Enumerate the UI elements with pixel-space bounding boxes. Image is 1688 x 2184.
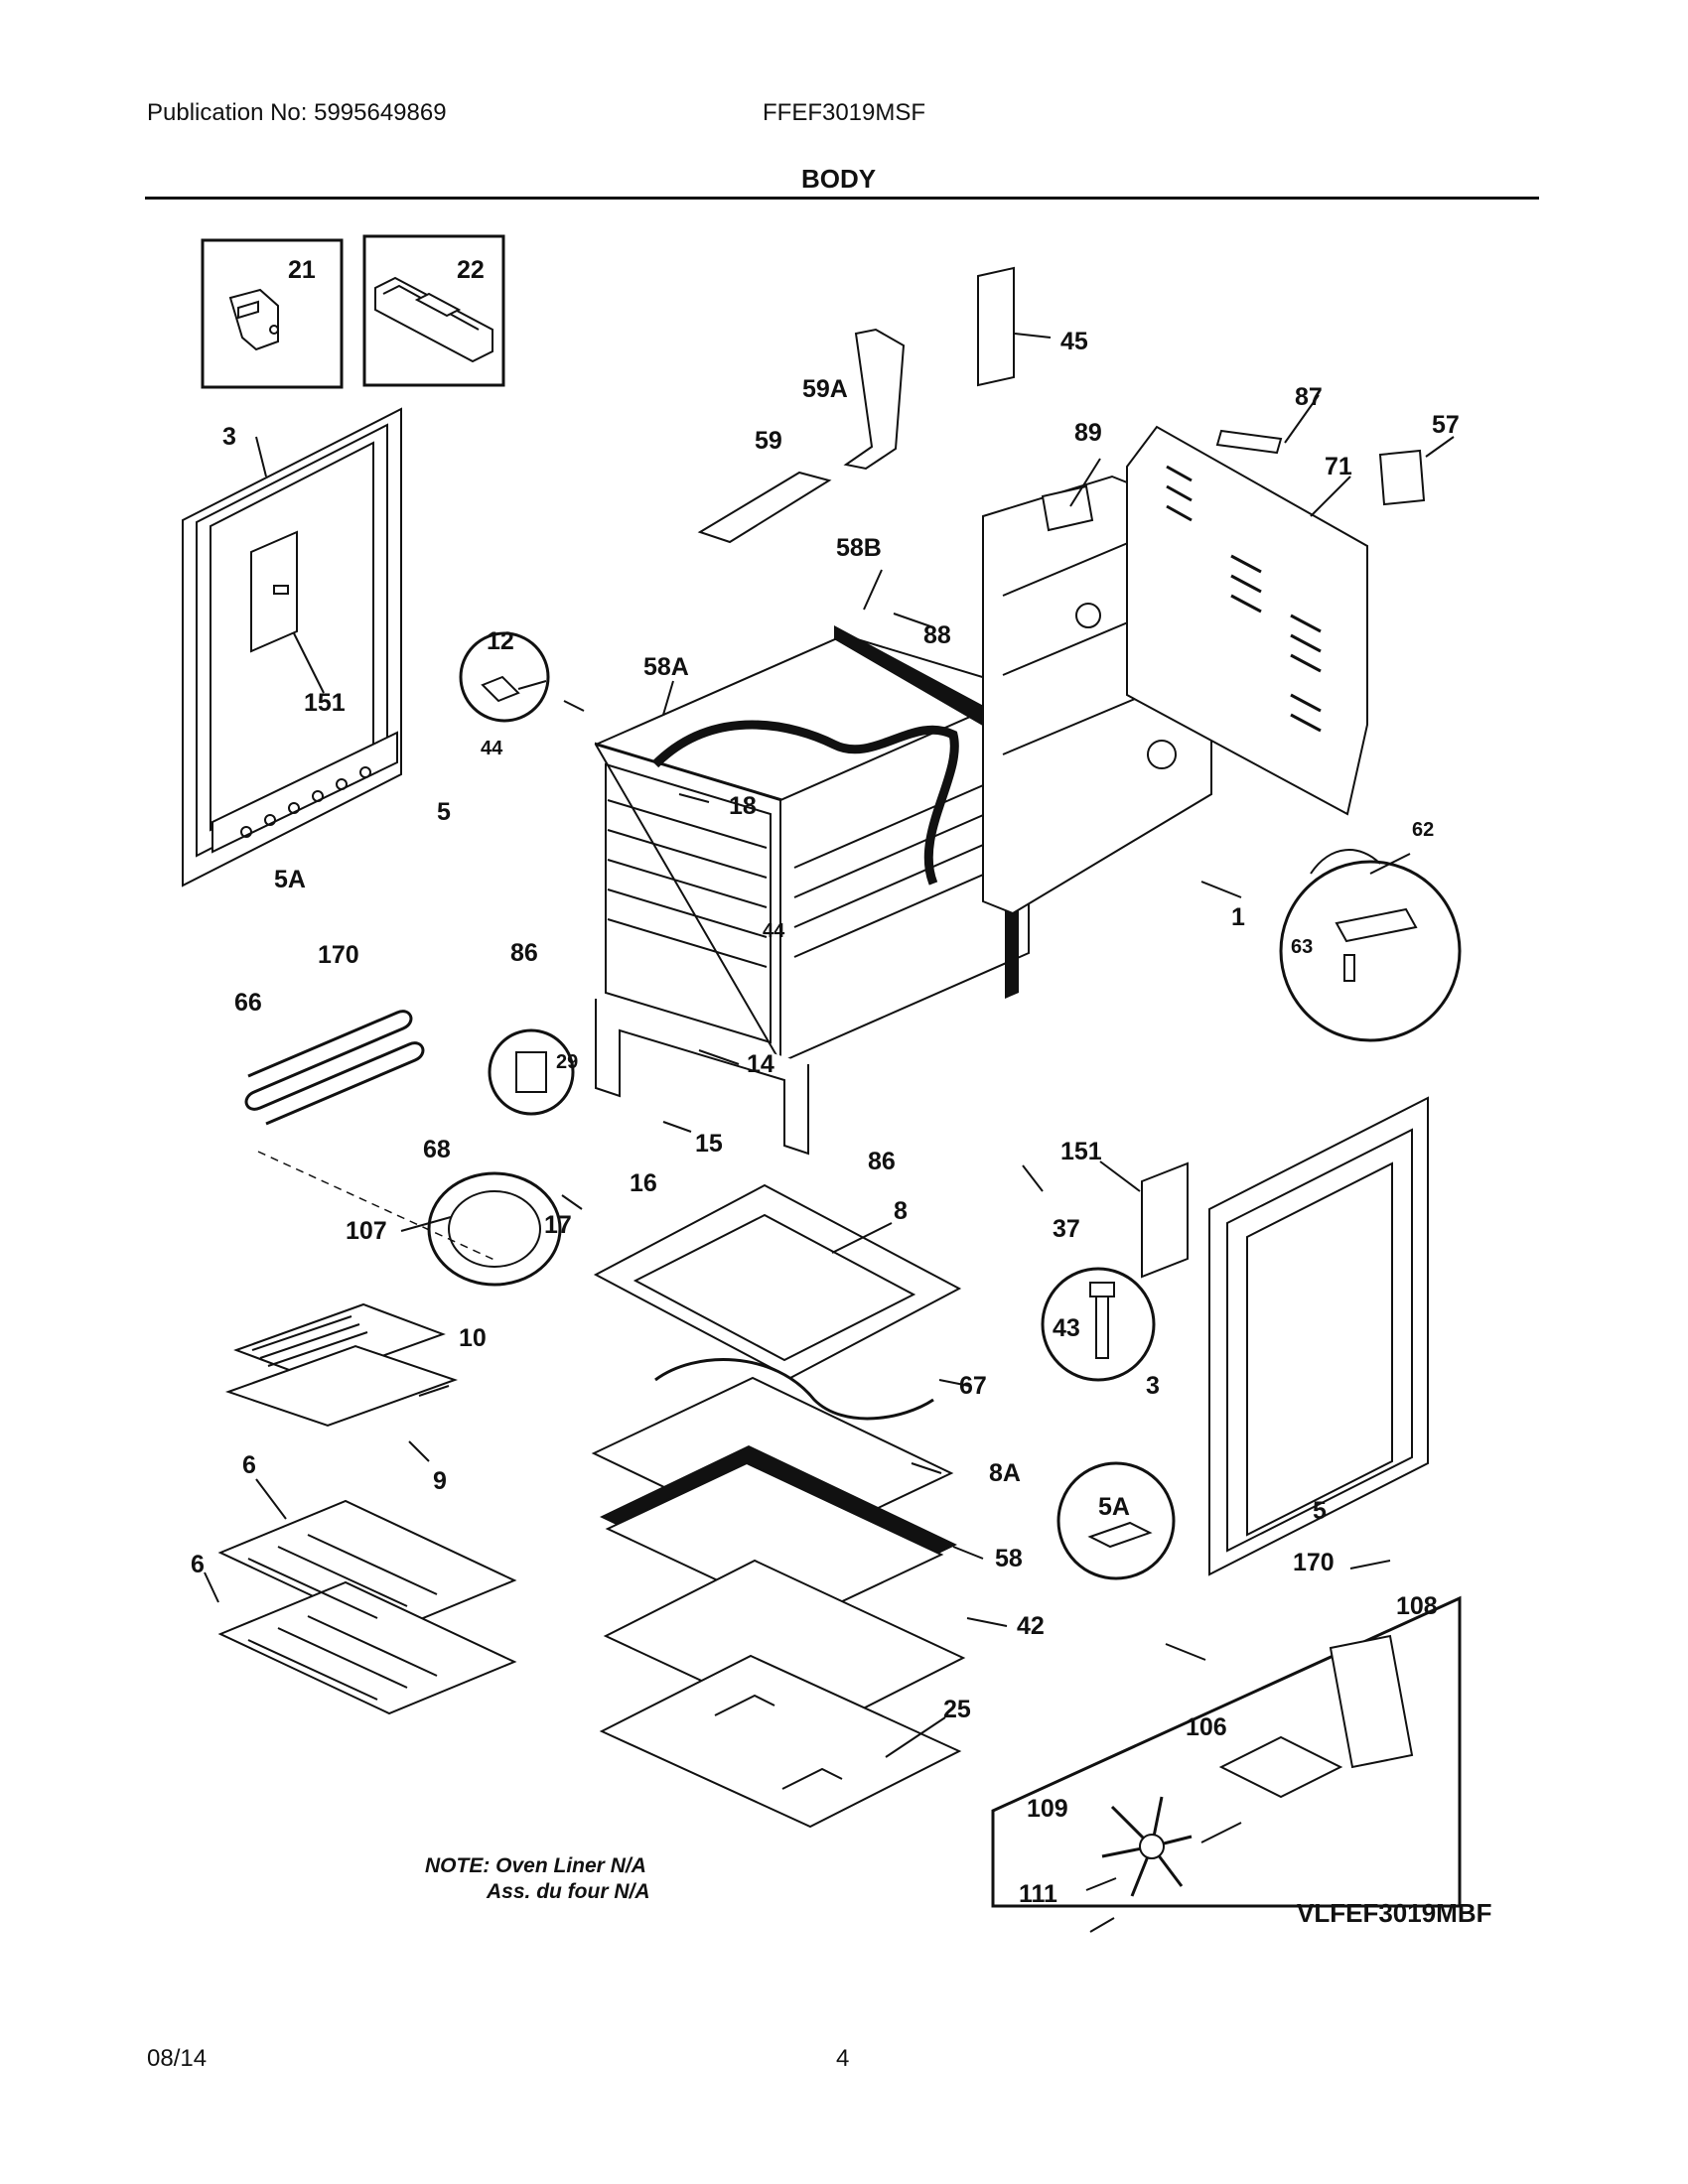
callout-44-a: 44 bbox=[481, 738, 503, 759]
callout-170-left: 170 bbox=[318, 941, 359, 969]
cavity-insulation bbox=[651, 625, 1019, 999]
callout-111: 111 bbox=[1019, 1880, 1057, 1908]
callout-1: 1 bbox=[1231, 903, 1245, 931]
callout-58: 58 bbox=[995, 1545, 1023, 1572]
part-59A-shape bbox=[843, 328, 906, 471]
callout-labels: 21 22 3 151 12 44 58A 58B 59 59A 45 89 8… bbox=[191, 256, 1460, 1908]
callout-170-right: 170 bbox=[1293, 1549, 1335, 1576]
callout-151-right: 151 bbox=[1060, 1138, 1102, 1165]
callout-3-right: 3 bbox=[1146, 1372, 1160, 1400]
callout-37: 37 bbox=[1053, 1215, 1080, 1243]
oven-racks bbox=[217, 1499, 517, 1715]
callout-43: 43 bbox=[1053, 1314, 1080, 1342]
callout-88: 88 bbox=[923, 621, 951, 649]
publication-number: Publication No: 5995649869 bbox=[147, 99, 447, 126]
model-number: FFEF3019MSF bbox=[763, 99, 926, 126]
page-title: BODY bbox=[801, 164, 877, 194]
callout-18: 18 bbox=[729, 792, 757, 820]
callout-6-b: 6 bbox=[191, 1551, 205, 1578]
callout-151-left: 151 bbox=[304, 689, 346, 717]
right-side-panel bbox=[1208, 1096, 1429, 1576]
callout-59: 59 bbox=[755, 427, 782, 455]
callout-8A: 8A bbox=[989, 1459, 1021, 1487]
callout-44-b: 44 bbox=[763, 920, 785, 942]
callout-5-left: 5 bbox=[437, 798, 451, 826]
callout-68: 68 bbox=[423, 1136, 451, 1163]
callout-15: 15 bbox=[695, 1130, 723, 1158]
header-rule bbox=[145, 197, 1539, 200]
callout-63: 63 bbox=[1291, 936, 1313, 958]
callout-6-a: 6 bbox=[242, 1451, 256, 1479]
broil-element bbox=[244, 1010, 425, 1126]
detail-bubble-29 bbox=[488, 1028, 575, 1116]
left-side-panel bbox=[182, 407, 402, 887]
shield-68 bbox=[257, 1151, 497, 1262]
callout-57: 57 bbox=[1432, 411, 1460, 439]
callout-14: 14 bbox=[747, 1050, 774, 1078]
callout-8: 8 bbox=[894, 1197, 908, 1225]
callout-25: 25 bbox=[943, 1696, 971, 1723]
callout-109: 109 bbox=[1027, 1795, 1068, 1823]
broiler-pan bbox=[224, 1302, 459, 1428]
callout-3-left: 3 bbox=[222, 423, 236, 451]
callout-16: 16 bbox=[630, 1169, 657, 1197]
callout-86-b: 86 bbox=[868, 1148, 896, 1175]
inset-part-22 bbox=[362, 234, 505, 387]
right-bracket-151 bbox=[1141, 1161, 1189, 1279]
callout-12: 12 bbox=[487, 627, 514, 655]
callout-22: 22 bbox=[457, 256, 485, 284]
detail-bubble-5A bbox=[1056, 1461, 1176, 1580]
callout-67: 67 bbox=[959, 1372, 987, 1400]
callout-106: 106 bbox=[1186, 1713, 1227, 1741]
callout-29: 29 bbox=[556, 1051, 578, 1073]
callout-71: 71 bbox=[1325, 453, 1352, 480]
part-59-shape bbox=[697, 471, 832, 544]
inset-part-21 bbox=[201, 238, 344, 389]
note-ass-du-four: Ass. du four N/A bbox=[486, 1880, 650, 1903]
callout-58B: 58B bbox=[836, 534, 882, 562]
callout-9: 9 bbox=[433, 1467, 447, 1495]
oven-bottom-stack bbox=[591, 1183, 966, 1829]
footer-page-number: 4 bbox=[836, 2045, 850, 2072]
callout-89: 89 bbox=[1074, 419, 1102, 447]
callout-66: 66 bbox=[234, 989, 262, 1017]
note-oven-liner: NOTE: Oven Liner N/A bbox=[425, 1854, 646, 1877]
callout-87: 87 bbox=[1295, 383, 1323, 411]
convection-fan-cover bbox=[427, 1171, 562, 1287]
callout-59A: 59A bbox=[802, 375, 848, 403]
callout-108: 108 bbox=[1396, 1592, 1438, 1620]
callout-107: 107 bbox=[346, 1217, 387, 1245]
callout-21: 21 bbox=[288, 256, 316, 284]
callout-5A-right: 5A bbox=[1098, 1493, 1130, 1521]
callout-62: 62 bbox=[1412, 819, 1434, 841]
callout-17: 17 bbox=[544, 1211, 572, 1239]
inset-model-label: VLFEF3019MBF bbox=[1297, 1898, 1492, 1928]
callout-45: 45 bbox=[1060, 328, 1088, 355]
part-57-shape bbox=[1378, 449, 1426, 506]
detail-bubble-12 bbox=[459, 631, 550, 723]
footer-date: 08/14 bbox=[147, 2045, 208, 2072]
callout-42: 42 bbox=[1017, 1612, 1045, 1640]
callout-86-a: 86 bbox=[510, 939, 538, 967]
callout-5A-left: 5A bbox=[274, 866, 306, 893]
rear-cover bbox=[1126, 425, 1368, 816]
callout-10: 10 bbox=[459, 1324, 487, 1352]
convection-motor-inset bbox=[991, 1595, 1462, 1908]
callout-5-right: 5 bbox=[1313, 1497, 1327, 1525]
part-45-shape bbox=[977, 266, 1015, 387]
part-89-shape bbox=[1041, 484, 1094, 532]
leader-lines bbox=[204, 333, 1455, 1933]
detail-bubble-43 bbox=[1041, 1267, 1156, 1382]
part-87-shape bbox=[1215, 429, 1283, 455]
callout-58A: 58A bbox=[643, 653, 689, 681]
detail-bubble-62 bbox=[1279, 849, 1462, 1042]
